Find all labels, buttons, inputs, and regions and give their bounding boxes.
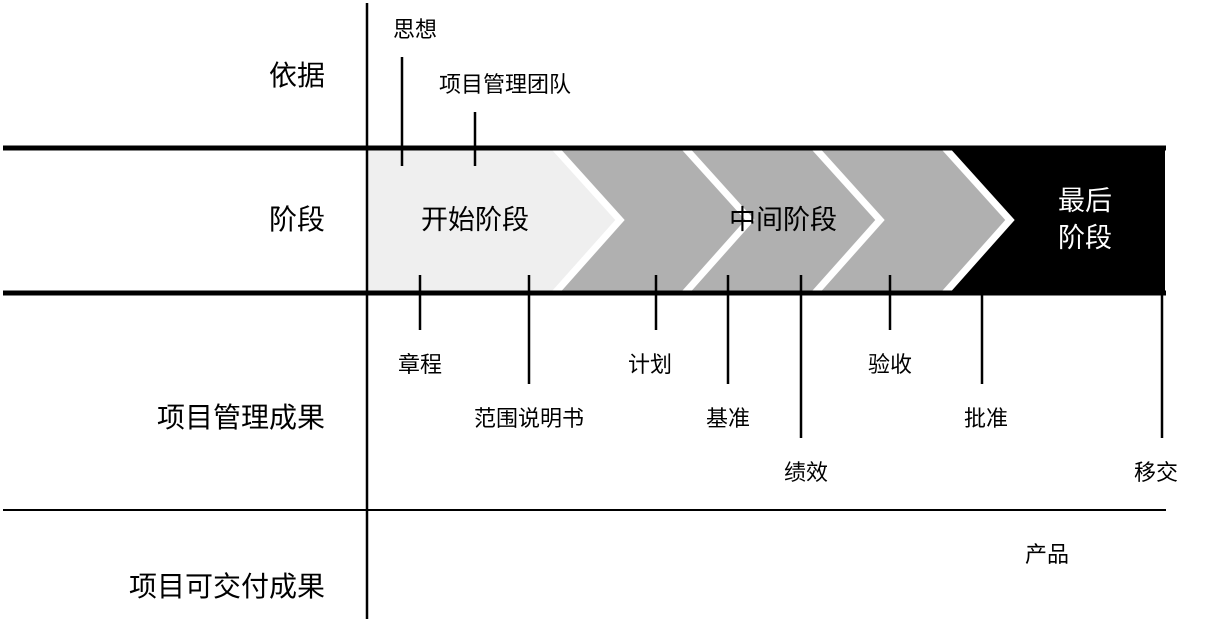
chevron-separator <box>682 145 755 296</box>
pm-approval-label: 批准 <box>964 407 1008 432</box>
deliverable-product-label: 产品 <box>1025 543 1069 568</box>
stage-label-final-line2: 阶段 <box>1058 223 1112 254</box>
row-label-basis: 依据 <box>269 59 325 92</box>
final-stage-shape <box>940 148 1165 293</box>
row-label-stages: 阶段 <box>269 203 325 236</box>
row-label-pm-results: 项目管理成果 <box>157 401 325 434</box>
row-label-deliverables: 项目可交付成果 <box>129 570 325 603</box>
middle-stage-chevron-3 <box>680 148 880 293</box>
pm-plan-label: 计划 <box>628 353 672 378</box>
middle-stage-chevron-4 <box>810 148 1010 293</box>
start-stage-chevron <box>367 148 620 293</box>
stage-label-final-line1: 最后 <box>1058 186 1112 217</box>
chevron-separator <box>812 145 885 296</box>
middle-stage-chevron-2 <box>550 148 750 293</box>
pm-baseline-label: 基准 <box>706 407 750 432</box>
chevron-separator <box>552 145 625 296</box>
chevron-separator <box>942 145 1015 296</box>
pm-charter-label: 章程 <box>398 353 442 378</box>
chevron-separators <box>552 145 1015 296</box>
pm-performance-label: 绩效 <box>784 461 828 486</box>
tick-lines <box>400 57 1164 438</box>
pm-scope-label: 范围说明书 <box>474 407 584 432</box>
pm-handover-label: 移交 <box>1134 461 1178 486</box>
stage-label-middle: 中间阶段 <box>729 205 837 236</box>
stage-label-start: 开始阶段 <box>421 205 529 236</box>
basis-team-label: 项目管理团队 <box>439 73 571 98</box>
pm-acceptance-label: 验收 <box>868 353 912 378</box>
basis-idea-label: 思想 <box>393 18 437 43</box>
